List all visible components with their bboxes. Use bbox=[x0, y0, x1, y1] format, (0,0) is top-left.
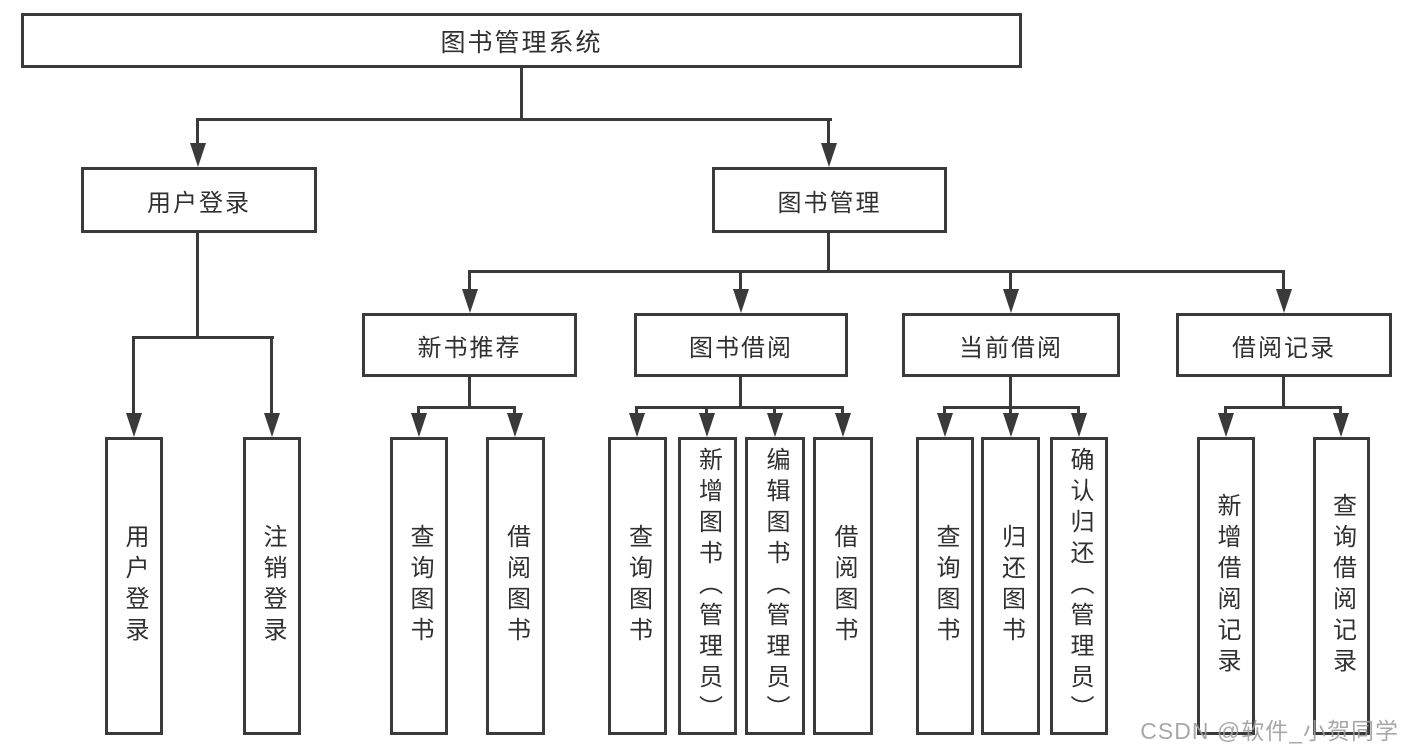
connector-line bbox=[417, 406, 516, 409]
node-user-login: 用户登录 bbox=[81, 167, 317, 233]
node-leaf-current-query-books: 查询图书 bbox=[916, 437, 974, 735]
arrow-down-icon bbox=[126, 413, 142, 437]
connector-line bbox=[196, 118, 832, 121]
arrow-down-icon bbox=[733, 289, 749, 313]
node-book-borrow: 图书借阅 bbox=[634, 313, 848, 377]
node-library-management-system-label: 图书管理系统 bbox=[440, 28, 603, 57]
node-leaf-logout: 注销登录 bbox=[243, 437, 301, 735]
arrow-down-icon bbox=[699, 413, 715, 437]
arrow-down-icon bbox=[190, 143, 206, 167]
connector-line bbox=[705, 406, 708, 415]
connector-line bbox=[1282, 270, 1285, 291]
node-leaf-recommend-borrow-books-label: 借阅图书 bbox=[502, 524, 530, 648]
arrow-down-icon bbox=[937, 413, 953, 437]
connector-line bbox=[132, 336, 274, 339]
node-current-borrow: 当前借阅 bbox=[902, 313, 1120, 377]
node-leaf-user-login: 用户登录 bbox=[105, 437, 163, 735]
node-leaf-edit-books-admin: 编辑图书（管理员） bbox=[745, 437, 805, 735]
connector-line bbox=[1224, 406, 1227, 415]
node-leaf-logout-label: 注销登录 bbox=[259, 524, 286, 648]
connector-line bbox=[132, 336, 135, 415]
arrow-down-icon bbox=[264, 413, 280, 437]
arrow-down-icon bbox=[835, 413, 851, 437]
node-leaf-recommend-query-books: 查询图书 bbox=[390, 437, 448, 735]
connector-line bbox=[1224, 406, 1342, 409]
connector-line bbox=[1009, 406, 1012, 415]
arrow-down-icon bbox=[1003, 289, 1019, 313]
connector-line bbox=[1077, 406, 1080, 415]
connector-line bbox=[468, 270, 1285, 273]
node-book-management: 图书管理 bbox=[712, 167, 947, 233]
node-leaf-query-borrow-record-label: 查询借阅记录 bbox=[1328, 493, 1356, 679]
node-leaf-recommend-borrow-books: 借阅图书 bbox=[486, 437, 545, 735]
connector-line bbox=[1339, 406, 1342, 415]
node-leaf-borrow-query-books-label: 查询图书 bbox=[624, 524, 652, 648]
connector-line bbox=[468, 377, 471, 409]
connector-line bbox=[635, 406, 844, 409]
connector-line bbox=[773, 406, 776, 415]
connector-line bbox=[1282, 377, 1285, 409]
csdn-watermark: CSDN @软件_小贺同学 bbox=[1140, 718, 1399, 744]
node-leaf-add-books-admin-label: 新增图书（管理员） bbox=[694, 446, 722, 726]
node-new-book-recommend: 新书推荐 bbox=[362, 313, 577, 377]
connector-line bbox=[1009, 270, 1012, 291]
node-leaf-confirm-return-admin-label: 确认归还（管理员） bbox=[1066, 446, 1093, 726]
node-leaf-add-borrow-record: 新增借阅记录 bbox=[1197, 437, 1255, 735]
node-leaf-borrow-books: 借阅图书 bbox=[813, 437, 873, 735]
connector-line bbox=[196, 233, 199, 339]
node-borrow-records: 借阅记录 bbox=[1176, 313, 1392, 377]
node-leaf-borrow-query-books: 查询图书 bbox=[608, 437, 667, 735]
node-library-management-system: 图书管理系统 bbox=[21, 13, 1022, 68]
connector-line bbox=[417, 406, 420, 415]
connector-line bbox=[943, 406, 946, 415]
connector-line bbox=[196, 118, 199, 145]
arrow-down-icon bbox=[1333, 413, 1349, 437]
node-book-borrow-label: 图书借阅 bbox=[689, 334, 793, 362]
connector-line bbox=[270, 336, 273, 415]
node-current-borrow-label: 当前借阅 bbox=[959, 334, 1063, 362]
arrow-down-icon bbox=[507, 413, 523, 437]
node-leaf-add-borrow-record-label: 新增借阅记录 bbox=[1213, 493, 1240, 679]
node-leaf-query-borrow-record: 查询借阅记录 bbox=[1313, 437, 1370, 735]
node-leaf-return-books-label: 归还图书 bbox=[997, 524, 1025, 648]
arrow-down-icon bbox=[1218, 413, 1234, 437]
node-leaf-recommend-query-books-label: 查询图书 bbox=[406, 524, 433, 648]
arrow-down-icon bbox=[1276, 289, 1292, 313]
arrow-down-icon bbox=[629, 413, 645, 437]
connector-line bbox=[1009, 377, 1012, 409]
node-leaf-borrow-books-label: 借阅图书 bbox=[830, 524, 857, 648]
arrow-down-icon bbox=[767, 413, 783, 437]
node-user-login-label: 用户登录 bbox=[147, 189, 251, 217]
node-leaf-return-books: 归还图书 bbox=[981, 437, 1040, 735]
connector-line bbox=[468, 270, 471, 291]
connector-line bbox=[739, 270, 742, 291]
arrow-down-icon bbox=[411, 413, 427, 437]
arrow-down-icon bbox=[821, 143, 837, 167]
node-book-management-label: 图书管理 bbox=[777, 189, 882, 217]
arrow-down-icon bbox=[1071, 413, 1087, 437]
node-new-book-recommend-label: 新书推荐 bbox=[417, 334, 522, 362]
node-leaf-add-books-admin: 新增图书（管理员） bbox=[678, 437, 737, 735]
connector-line bbox=[635, 406, 638, 415]
connector-line bbox=[520, 68, 523, 120]
connector-line bbox=[513, 406, 516, 415]
connector-line bbox=[827, 233, 830, 273]
node-leaf-confirm-return-admin: 确认归还（管理员） bbox=[1050, 437, 1108, 735]
connector-line bbox=[841, 406, 844, 415]
node-leaf-current-query-books-label: 查询图书 bbox=[932, 524, 959, 648]
node-leaf-edit-books-admin-label: 编辑图书（管理员） bbox=[762, 446, 789, 726]
connector-line bbox=[827, 118, 830, 145]
arrow-down-icon bbox=[1003, 413, 1019, 437]
node-leaf-user-login-label: 用户登录 bbox=[121, 524, 148, 648]
connector-line bbox=[739, 377, 742, 409]
arrow-down-icon bbox=[462, 289, 478, 313]
node-borrow-records-label: 借阅记录 bbox=[1232, 334, 1336, 362]
